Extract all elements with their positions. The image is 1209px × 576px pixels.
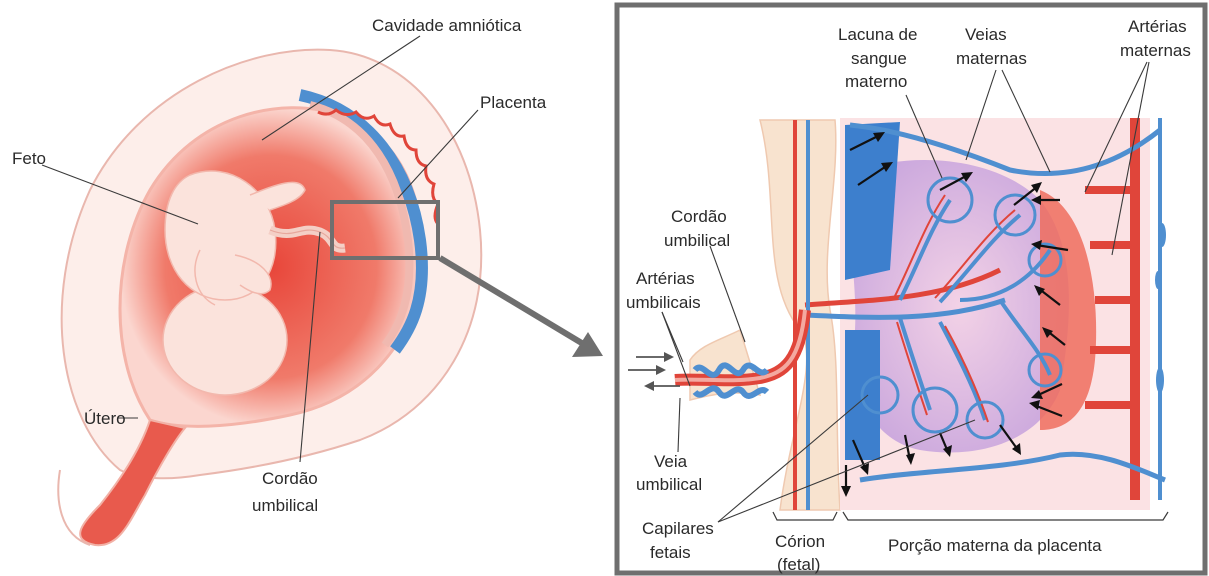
label-capillaries-1: Capilares bbox=[642, 519, 714, 538]
label-umb-vein-1: Veia bbox=[654, 452, 688, 471]
uterus-figure: Cavidade amniótica Placenta Feto Útero C… bbox=[12, 16, 603, 545]
placenta-detail-figure: Lacuna de sangue materno Veias maternas … bbox=[617, 5, 1205, 574]
label-uterus: Útero bbox=[84, 409, 126, 428]
label-maternal-portion: Porção materna da placenta bbox=[888, 536, 1102, 555]
label-veins-1: Veias bbox=[965, 25, 1007, 44]
label-amniotic-cavity: Cavidade amniótica bbox=[372, 16, 522, 35]
label-lacuna-3: materno bbox=[845, 72, 907, 91]
label-chorion-2: (fetal) bbox=[777, 555, 820, 574]
zoom-arrowhead bbox=[572, 332, 603, 357]
label-umb-vein-2: umbilical bbox=[636, 475, 702, 494]
label-lacuna-2: sangue bbox=[851, 49, 907, 68]
label-fetus: Feto bbox=[12, 149, 46, 168]
label-arteries-2: maternas bbox=[1120, 41, 1191, 60]
label-placenta: Placenta bbox=[480, 93, 547, 112]
label-cord-detail-2: umbilical bbox=[664, 231, 730, 250]
label-chorion-1: Córion bbox=[775, 532, 825, 551]
label-cord-left-2: umbilical bbox=[252, 496, 318, 515]
label-umb-arteries-2: umbilicais bbox=[626, 293, 701, 312]
label-lacuna-1: Lacuna de bbox=[838, 25, 917, 44]
label-capillaries-2: fetais bbox=[650, 543, 691, 562]
label-veins-2: maternas bbox=[956, 49, 1027, 68]
label-cord-detail-1: Cordão bbox=[671, 207, 727, 226]
label-umb-arteries-1: Artérias bbox=[636, 269, 695, 288]
label-cord-left-1: Cordão bbox=[262, 469, 318, 488]
label-arteries-1: Artérias bbox=[1128, 17, 1187, 36]
